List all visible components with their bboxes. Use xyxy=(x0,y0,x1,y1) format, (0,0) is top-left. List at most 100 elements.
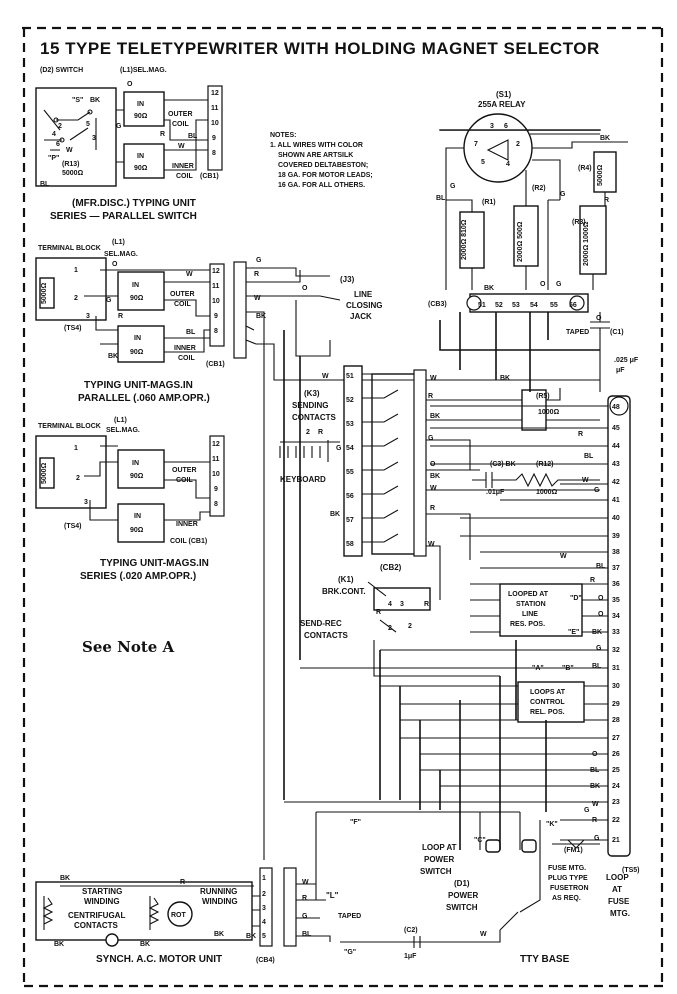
svg-text:BK: BK xyxy=(54,941,64,948)
see-note-a: See Note A xyxy=(82,638,175,656)
svg-text:43: 43 xyxy=(612,461,620,468)
svg-text:11: 11 xyxy=(212,456,220,463)
svg-text:O: O xyxy=(127,81,133,88)
svg-text:R: R xyxy=(424,601,429,608)
svg-text:CONTROL: CONTROL xyxy=(530,699,565,706)
svg-text:12: 12 xyxy=(211,90,219,97)
svg-text:SERIES (.020 AMP.OPR.): SERIES (.020 AMP.OPR.) xyxy=(80,571,196,582)
svg-text:AS REQ.: AS REQ. xyxy=(552,895,581,902)
svg-text:5: 5 xyxy=(262,933,266,940)
svg-text:BL: BL xyxy=(302,931,312,938)
svg-text:BL: BL xyxy=(596,563,606,570)
svg-text:51: 51 xyxy=(478,302,486,309)
svg-text:"B": "B" xyxy=(562,665,574,672)
svg-text:55: 55 xyxy=(550,302,558,309)
svg-text:(J3): (J3) xyxy=(340,275,355,284)
svg-text:(K3): (K3) xyxy=(304,389,320,398)
svg-text:"P": "P" xyxy=(48,155,59,162)
svg-text:3: 3 xyxy=(84,499,88,506)
svg-text:ROT: ROT xyxy=(171,912,187,919)
svg-text:38: 38 xyxy=(612,549,620,556)
svg-text:"G": "G" xyxy=(344,949,356,956)
svg-text:CENTRIFUGAL: CENTRIFUGAL xyxy=(68,911,125,920)
svg-text:G: G xyxy=(596,645,602,652)
svg-text:SEND-REC: SEND-REC xyxy=(300,619,342,628)
svg-text:(R3): (R3) xyxy=(572,219,586,226)
svg-text:90Ω: 90Ω xyxy=(130,295,144,302)
svg-text:G: G xyxy=(428,435,434,442)
diagram-title: 15 TYPE TELETYPEWRITER WITH HOLDING MAGN… xyxy=(40,39,600,58)
svg-text:(TS5): (TS5) xyxy=(622,867,640,874)
svg-text:TERMINAL BLOCK: TERMINAL BLOCK xyxy=(38,423,101,430)
svg-text:G: G xyxy=(556,281,562,288)
svg-text:11: 11 xyxy=(211,105,219,112)
svg-text:54: 54 xyxy=(346,445,354,452)
svg-text:FUSE: FUSE xyxy=(608,897,630,906)
svg-text:53: 53 xyxy=(512,302,520,309)
svg-text:(CB1): (CB1) xyxy=(206,361,225,368)
svg-text:NOTES:: NOTES: xyxy=(270,132,296,139)
svg-text:LOOPS AT: LOOPS AT xyxy=(530,689,566,696)
svg-text:TYPING UNIT-MAGS.IN: TYPING UNIT-MAGS.IN xyxy=(84,380,193,391)
svg-text:4: 4 xyxy=(506,161,510,168)
svg-text:4: 4 xyxy=(388,601,392,608)
svg-text:SYNCH. A.C. MOTOR UNIT: SYNCH. A.C. MOTOR UNIT xyxy=(96,954,222,965)
svg-text:3: 3 xyxy=(490,123,494,130)
routing-wires xyxy=(283,312,600,850)
svg-text:18 GA. FOR MOTOR LEADS;: 18 GA. FOR MOTOR LEADS; xyxy=(278,172,373,179)
svg-text:(MFR.DISC.) TYPING UNIT: (MFR.DISC.) TYPING UNIT xyxy=(72,198,196,209)
svg-text:BK: BK xyxy=(214,931,224,938)
svg-text:30: 30 xyxy=(612,683,620,690)
svg-text:2000Ω 810Ω: 2000Ω 810Ω xyxy=(461,219,468,260)
svg-text:(D2) SWITCH: (D2) SWITCH xyxy=(40,67,83,74)
svg-text:O: O xyxy=(596,315,602,322)
svg-text:W: W xyxy=(430,375,437,382)
svg-text:R: R xyxy=(428,393,433,400)
svg-text:7: 7 xyxy=(474,141,478,148)
svg-text:W: W xyxy=(322,373,329,380)
svg-text:10: 10 xyxy=(212,471,220,478)
svg-text:O: O xyxy=(540,281,546,288)
loops-at-control: "A" "B" LOOPS AT CONTROL REL. POS. xyxy=(517,665,585,723)
svg-text:34: 34 xyxy=(612,613,620,620)
svg-text:2: 2 xyxy=(58,123,62,130)
svg-text:2: 2 xyxy=(76,475,80,482)
svg-text:R: R xyxy=(376,609,381,616)
svg-text:37: 37 xyxy=(612,565,620,572)
svg-text:3: 3 xyxy=(86,313,90,320)
svg-text:6: 6 xyxy=(504,123,508,130)
svg-text:W: W xyxy=(186,271,193,278)
svg-text:TAPED: TAPED xyxy=(338,913,361,920)
svg-text:POWER: POWER xyxy=(448,891,478,900)
svg-text:MTG.: MTG. xyxy=(610,909,630,918)
svg-text:CONTACTS: CONTACTS xyxy=(292,413,337,422)
svg-text:(S1): (S1) xyxy=(496,90,511,99)
svg-text:"C": "C" xyxy=(474,837,486,844)
svg-text:BK: BK xyxy=(108,353,118,360)
svg-text:BK: BK xyxy=(430,473,440,480)
svg-text:COVERED DELTABESTON;: COVERED DELTABESTON; xyxy=(278,162,368,169)
svg-text:35: 35 xyxy=(612,597,620,604)
svg-text:R: R xyxy=(318,429,323,436)
svg-text:1. ALL WIRES WITH COLOR: 1. ALL WIRES WITH COLOR xyxy=(270,142,363,149)
svg-text:1μF: 1μF xyxy=(404,953,417,960)
svg-text:4: 4 xyxy=(52,131,56,138)
svg-text:TYPING UNIT-MAGS.IN: TYPING UNIT-MAGS.IN xyxy=(100,558,209,569)
svg-text:JACK: JACK xyxy=(350,312,372,321)
svg-text:W: W xyxy=(178,143,185,150)
svg-text:1000Ω: 1000Ω xyxy=(538,409,560,416)
svg-text:90Ω: 90Ω xyxy=(134,165,148,172)
svg-text:W: W xyxy=(66,147,73,154)
svg-text:(TS4): (TS4) xyxy=(64,325,82,332)
svg-text:SEL.MAG.: SEL.MAG. xyxy=(106,427,140,434)
svg-text:COIL: COIL xyxy=(178,355,195,362)
svg-text:3: 3 xyxy=(400,601,404,608)
svg-text:INNER: INNER xyxy=(172,163,194,170)
svg-text:SWITCH: SWITCH xyxy=(420,867,452,876)
svg-text:IN: IN xyxy=(137,101,144,108)
svg-text:LINE: LINE xyxy=(522,611,538,618)
svg-text:PLUG TYPE: PLUG TYPE xyxy=(548,875,588,882)
svg-text:90Ω: 90Ω xyxy=(130,527,144,534)
svg-text:IN: IN xyxy=(132,460,139,467)
